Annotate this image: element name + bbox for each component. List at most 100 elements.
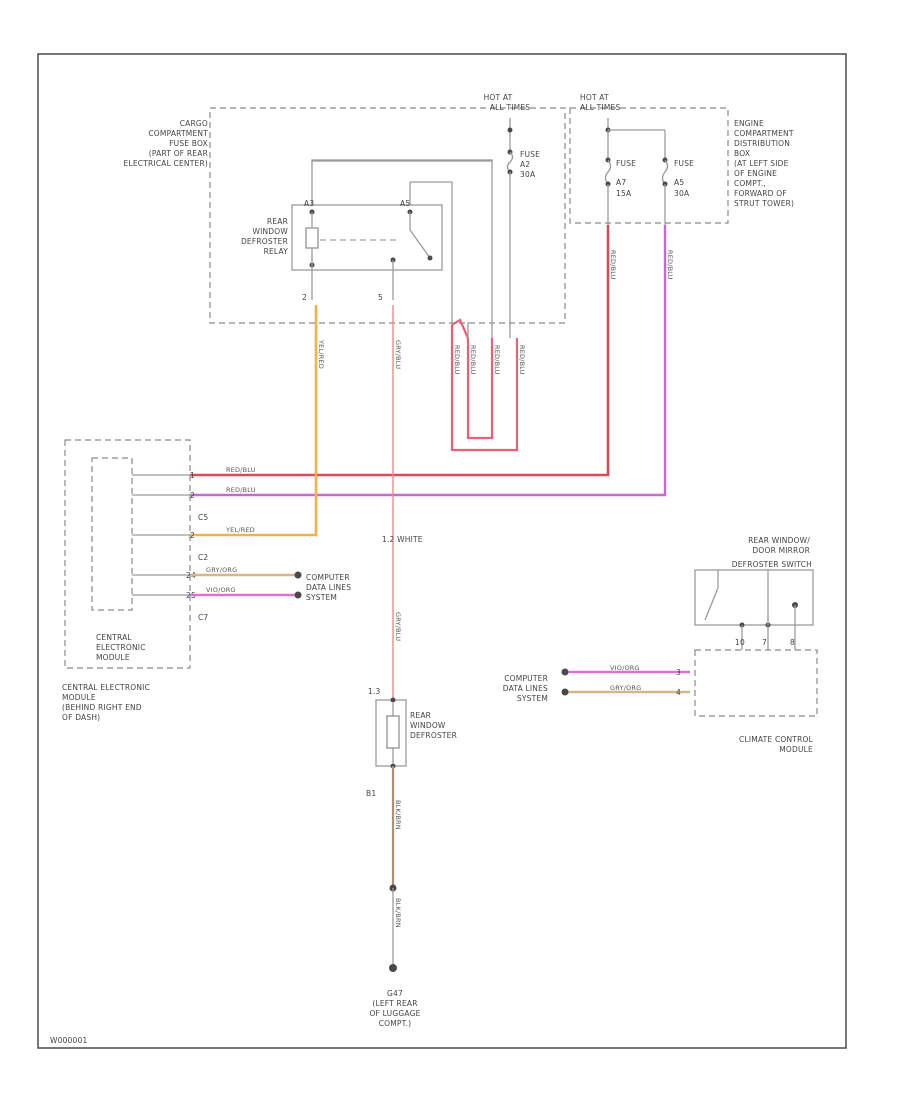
- footer-code: W000001: [50, 1036, 87, 1045]
- wire-red-blu-1: [190, 225, 610, 477]
- splice-label: 1.2 WHITE: [382, 535, 423, 544]
- wire-red-blu-2: [190, 225, 667, 497]
- cem-wire-yel-red: YEL/RED: [225, 526, 255, 534]
- cem-pin-1: 1: [190, 471, 195, 480]
- wlabel-fuse-a7: RED/BLU: [609, 250, 617, 280]
- defroster-switch: REAR WINDOW/ DOOR MIRROR DEFROSTER SWITC…: [694, 536, 814, 650]
- wlabel-loop-3: RED/BLU: [493, 345, 501, 375]
- wlabel-loop-1: RED/BLU: [453, 345, 461, 375]
- computer-data-lines-1-line3: SYSTEM: [306, 593, 337, 602]
- connector-dot: [294, 571, 302, 579]
- cem-pin-2: 2: [190, 491, 195, 500]
- rear-window-defroster-relay: A3 A5 2 5 REAR WINDOW DEFROSTER RELAY: [241, 159, 493, 338]
- relay-label-1: REAR: [267, 217, 288, 226]
- cargo-fuse-box-label-3: FUSE BOX: [169, 139, 208, 148]
- diagram-frame: [37, 53, 847, 1049]
- cargo-fuse-box-label-1: CARGO: [180, 119, 208, 128]
- relay-pin-2: 2: [302, 293, 307, 302]
- climate-control-module: CLIMATE CONTROL MODULE: [694, 649, 818, 754]
- fuse-a2-label-1: FUSE: [520, 150, 540, 159]
- vertical-wire-labels: YEL/RED GRY/BLU RED/BLU RED/BLU RED/BLU …: [317, 250, 674, 375]
- hot-at-all-times-1-line1: HOT AT: [484, 93, 513, 102]
- defroster-label-1: REAR: [410, 711, 431, 720]
- engine-box-label-3: DISTRIBUTION: [734, 139, 790, 148]
- switch-pin-10: 10: [735, 638, 745, 647]
- hot-at-all-times-2-line2: ALL TIMES: [580, 103, 620, 112]
- computer-data-lines-2-line2: DATA LINES: [503, 684, 548, 693]
- cem-label-1: CENTRAL: [96, 633, 132, 642]
- fuse-a7-label-2: A7: [616, 178, 626, 187]
- fuse-a5-label-2: A5: [674, 178, 684, 187]
- fuse-a7-label-1: FUSE: [616, 159, 636, 168]
- fuse-a2-label-2: A2: [520, 160, 530, 169]
- rear-window-defroster: 1.3 B1 REAR WINDOW DEFROSTER: [366, 687, 457, 798]
- defroster-label-2: WINDOW: [410, 721, 446, 730]
- ccm-wire-vio-org: VIO/ORG: [610, 664, 640, 672]
- cem-label-2: ELECTRONIC: [96, 643, 146, 652]
- wlabel-gry-blu: GRY/BLU: [394, 340, 402, 369]
- cem-connector-c5: C5: [198, 513, 208, 522]
- relay-label-3: DEFROSTER: [241, 237, 288, 246]
- switch-pin-7: 7: [762, 638, 767, 647]
- wire-loop-outer: [450, 325, 519, 452]
- cem-pin-2b: 2: [190, 531, 195, 540]
- fuse-a7-label-3: 15A: [616, 189, 632, 198]
- ground-wire-label-1: BLK/BRN: [394, 800, 402, 830]
- computer-data-lines-1-line2: DATA LINES: [306, 583, 351, 592]
- connector-dot: [561, 688, 569, 696]
- ground-symbol: [389, 964, 397, 972]
- engine-box-label-2: COMPARTMENT: [734, 129, 794, 138]
- fuse-a5-label-3: 30A: [674, 189, 690, 198]
- wire-yel-red: [190, 305, 318, 537]
- wire-loop-link: [451, 318, 470, 339]
- switch-label-3: DEFROSTER SWITCH: [732, 560, 812, 569]
- computer-data-lines-2-line1: COMPUTER: [504, 674, 548, 683]
- cem-connector-c7: C7: [198, 613, 208, 622]
- switch-pin-8: 8: [790, 638, 795, 647]
- computer-data-lines-2-line3: SYSTEM: [517, 694, 548, 703]
- hot-at-all-times-2-line1: HOT AT: [580, 93, 609, 102]
- ccm-pin-3: 3: [676, 668, 681, 677]
- cem-connector-c2: C2: [198, 553, 208, 562]
- wire-loop-inner: [466, 338, 494, 440]
- engine-distribution-box: HOT AT ALL TIMES FUSE A7 15A FUSE A5 30A…: [569, 93, 794, 225]
- ground-wire-label-2: BLK/BRN: [394, 898, 402, 928]
- cem-location-3: (BEHIND RIGHT END: [62, 703, 142, 712]
- connector-dot: [561, 668, 569, 676]
- relay-pin-5: 5: [378, 293, 383, 302]
- relay-pin-a3: A3: [304, 199, 314, 208]
- cargo-fuse-box-label-4: (PART OF REAR: [149, 149, 208, 158]
- ccm-pin-4: 4: [676, 688, 681, 697]
- cargo-fuse-box-label-5: ELECTRICAL CENTER): [124, 159, 208, 168]
- cem-location-1: CENTRAL ELECTRONIC: [62, 683, 150, 692]
- wlabel-loop-4: RED/BLU: [518, 345, 526, 375]
- ccm-label-1: CLIMATE CONTROL: [739, 735, 814, 744]
- cargo-fuse-box: CARGO COMPARTMENT FUSE BOX (PART OF REAR…: [124, 107, 566, 324]
- defroster-pin-top: 1.3: [368, 687, 381, 696]
- hot-at-all-times-1-line2: ALL TIMES: [490, 103, 530, 112]
- center-wire-label: GRY/BLU: [394, 612, 402, 641]
- defroster-label-3: DEFROSTER: [410, 731, 457, 740]
- relay-pin-a5: A5: [400, 199, 410, 208]
- ground-label-1: G47: [387, 989, 403, 998]
- relay-label-2: WINDOW: [252, 227, 288, 236]
- ground-label-4: COMPT.): [379, 1019, 412, 1028]
- fuse-a5-label-1: FUSE: [674, 159, 694, 168]
- engine-box-label-7: COMPT.,: [734, 179, 766, 188]
- wlabel-fuse-a5: RED/BLU: [666, 250, 674, 280]
- cem-wire-red-blu-2: RED/BLU: [226, 486, 256, 494]
- defroster-pin-bottom: B1: [366, 789, 376, 798]
- cem-location-2: MODULE: [62, 693, 96, 702]
- cem-wire-red-blu-1: RED/BLU: [226, 466, 256, 474]
- cem-label-3: MODULE: [96, 653, 130, 662]
- ground-label-2: (LEFT REAR: [372, 999, 417, 1008]
- central-electronic-module: CENTRAL ELECTRONIC MODULE 1 2 C5 2 C2 24…: [64, 439, 256, 669]
- cargo-fuse-box-label-2: COMPARTMENT: [148, 129, 208, 138]
- computer-data-lines-1-line1: COMPUTER: [306, 573, 350, 582]
- ccm-label-2: MODULE: [779, 745, 813, 754]
- engine-box-label-5: (AT LEFT SIDE: [734, 159, 789, 168]
- engine-box-label-6: OF ENGINE: [734, 169, 777, 178]
- engine-box-label-8: FORWARD OF: [734, 189, 787, 198]
- cem-location-4: OF DASH): [62, 713, 100, 722]
